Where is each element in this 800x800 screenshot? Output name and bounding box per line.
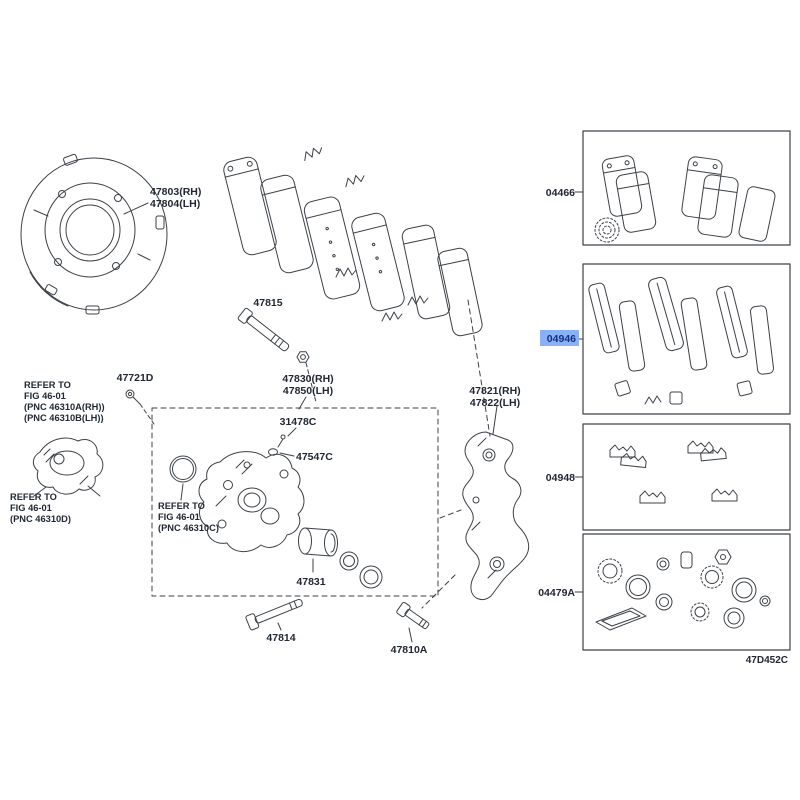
caliper-body-drawing: [198, 396, 307, 552]
piston-drawing: [298, 527, 383, 589]
cylinder-kit-contents: [595, 549, 771, 631]
refer-note-d-line2: FIG 46-01: [10, 503, 52, 513]
part-label-47547c[interactable]: 47547C: [296, 451, 333, 463]
adjuster-caliper-drawing: [32, 437, 104, 497]
refer-note-a-line3: (PNC 46310A(RH)): [24, 402, 105, 412]
pad-clip-icon: [345, 175, 365, 188]
refer-note-c-line3: (PNC 46310C): [158, 523, 219, 533]
kit-box-04479a: [582, 533, 791, 651]
pad-clip-icon: [407, 295, 429, 306]
refer-note-a-line1: REFER TO: [24, 380, 71, 390]
fitting-47721d-drawing: [125, 389, 155, 425]
dashed-connectors: [421, 299, 491, 609]
o-ring-drawing: [169, 455, 197, 501]
part-label-47830[interactable]: 47830(RH): [282, 373, 333, 385]
part-label-47831[interactable]: 47831: [296, 576, 325, 588]
refer-note-a-line4: (PNC 46310B(LH)): [24, 413, 104, 423]
bleeder-parts-drawing: [268, 434, 295, 457]
part-label-47814[interactable]: 47814: [266, 632, 295, 644]
pad-clip-icon: [335, 267, 357, 278]
part-label-47810a[interactable]: 47810A: [391, 644, 428, 656]
refer-note-c-line2: FIG 46-01: [158, 512, 200, 522]
backing-plate-drawing: [20, 153, 168, 315]
pad-clip-icon: [304, 147, 323, 162]
caliper-bracket-drawing: [462, 405, 530, 600]
caliper-assembly-box: [151, 407, 439, 597]
kit-box-04466: [582, 130, 791, 246]
bolt-47810a-drawing: [396, 601, 430, 643]
kit-label-highlight: [540, 330, 579, 346]
kit-label-04948[interactable]: 04948: [546, 472, 575, 484]
leader-lines: [123, 191, 584, 593]
kit-label-04946[interactable]: 04946: [547, 333, 576, 345]
part-label-47850[interactable]: 47850(LH): [283, 385, 333, 397]
refer-note-d-line3: (PNC 46310D): [10, 514, 71, 524]
part-label-47803[interactable]: 47803(RH): [150, 186, 201, 198]
part-label-47822[interactable]: 47822(LH): [470, 397, 520, 409]
part-label-47821[interactable]: 47821(RH): [469, 385, 520, 397]
part-label-31478c[interactable]: 31478C: [280, 416, 317, 428]
diagram-code: 47D452C: [746, 655, 788, 666]
part-label-47804[interactable]: 47804(LH): [150, 198, 200, 210]
kit-box-04946: [582, 263, 791, 415]
kit-label-04466[interactable]: 04466: [546, 187, 575, 199]
pad-clip-icon: [381, 311, 403, 322]
brake-pads-drawing: [223, 147, 483, 337]
kit-box-04948: [582, 423, 791, 531]
refer-note-c-line1: REFER TO: [158, 501, 205, 511]
fitting-kit-contents: [609, 440, 738, 504]
kit-label-04479a[interactable]: 04479A: [538, 587, 575, 599]
refer-note-d-line1: REFER TO: [10, 492, 57, 502]
grease-icon: [594, 217, 620, 243]
part-label-47815[interactable]: 47815: [253, 297, 282, 309]
pad-kit-contents: [594, 155, 776, 243]
shim-kit-contents: [588, 276, 775, 405]
slide-pin-drawing: [237, 307, 317, 403]
bolt-47814-drawing: [245, 598, 303, 631]
part-label-47721d[interactable]: 47721D: [117, 372, 154, 384]
refer-note-a-line2: FIG 46-01: [24, 391, 66, 401]
